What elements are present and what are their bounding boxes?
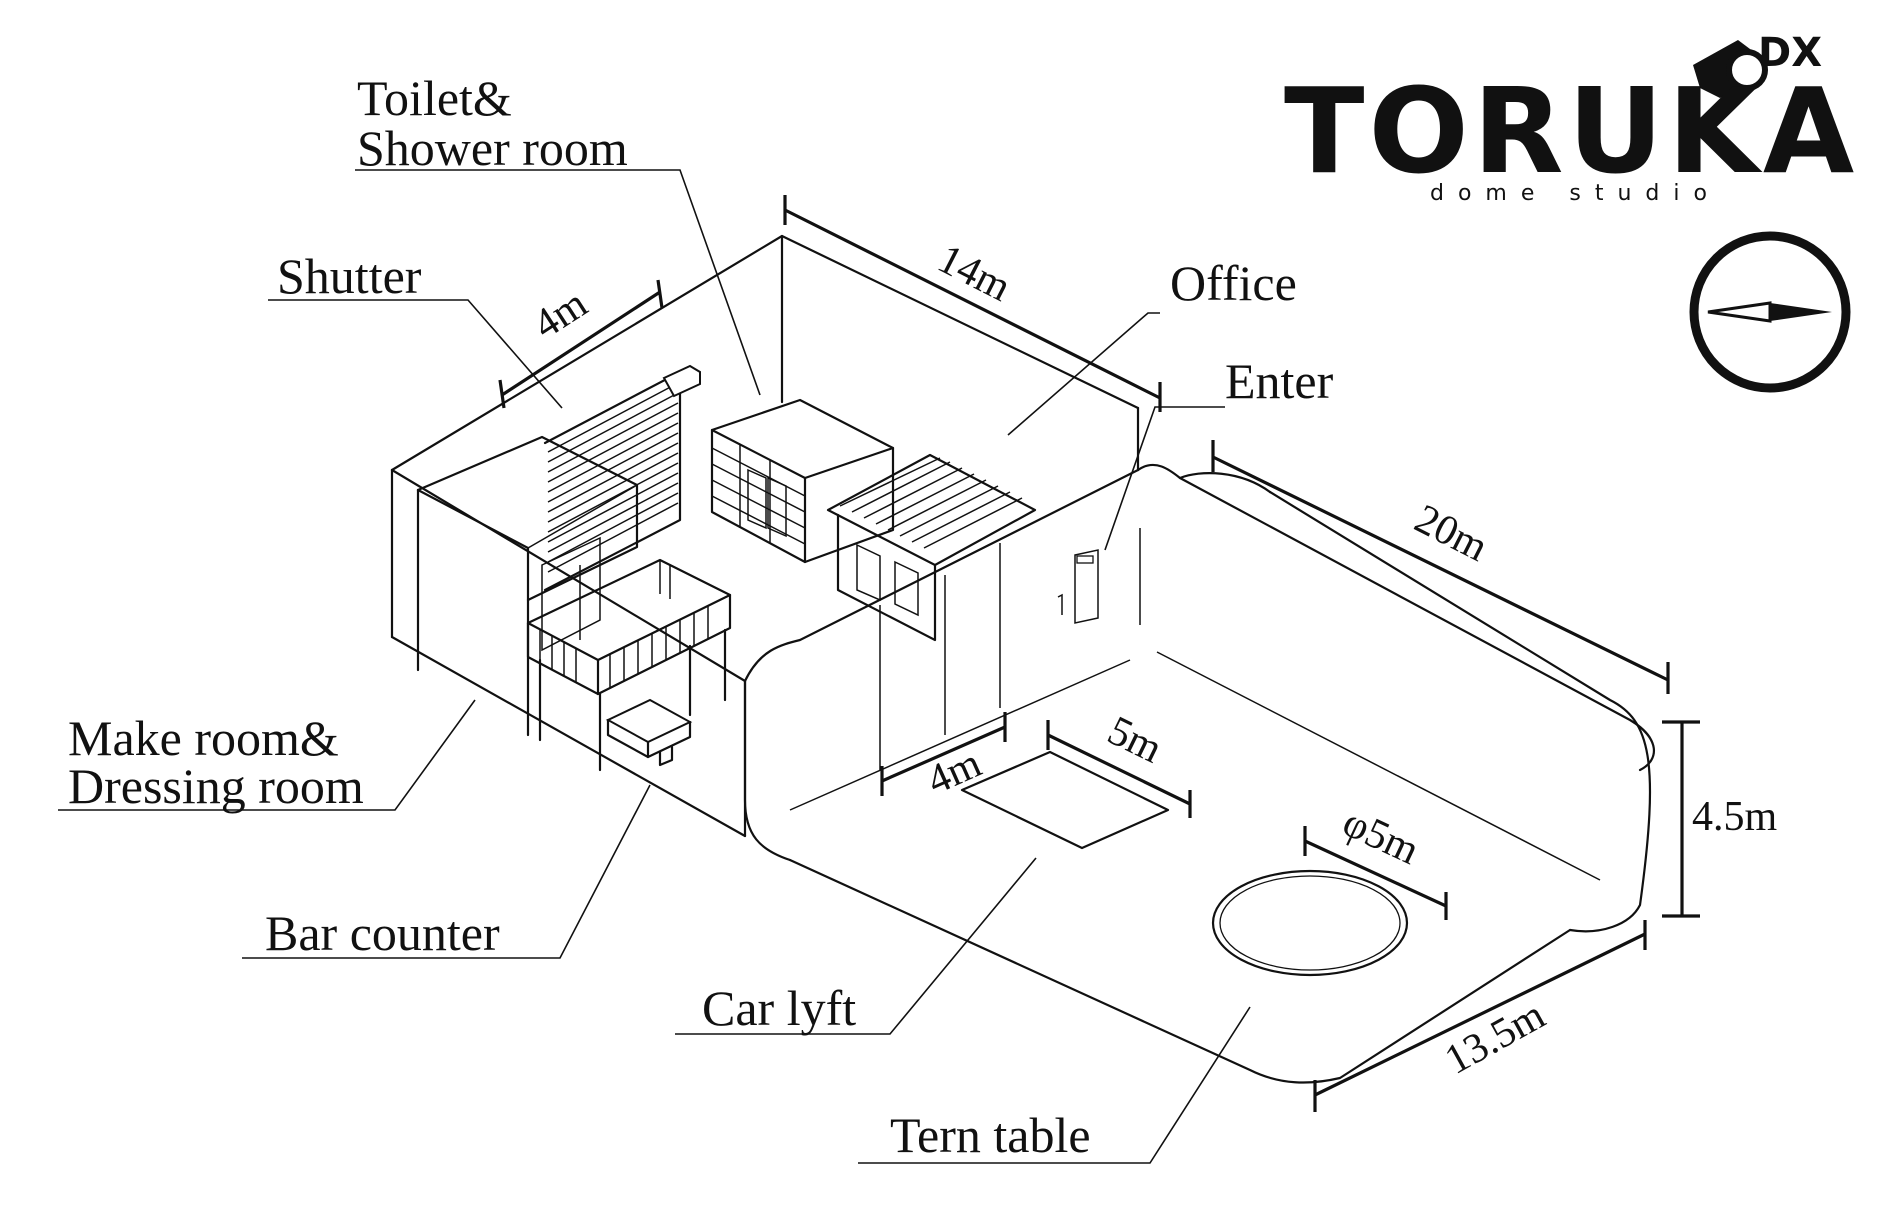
label-tern-table: Tern table bbox=[890, 1107, 1091, 1163]
dim-lift-length: 5m bbox=[1101, 708, 1170, 773]
dim-lift-width: 4m bbox=[920, 740, 988, 804]
dome-cyclorama bbox=[743, 463, 1656, 1084]
camera-icon bbox=[1693, 40, 1768, 98]
logo-wordmark: TORUKA bbox=[1284, 62, 1858, 200]
label-office: Office bbox=[1170, 255, 1297, 311]
dimension-lines bbox=[498, 195, 1700, 1112]
label-toilet-line2: Shower room bbox=[357, 120, 628, 176]
turn-table bbox=[1211, 869, 1409, 977]
office-house bbox=[826, 453, 1037, 642]
balcony-deck bbox=[526, 558, 732, 772]
label-shutter: Shutter bbox=[277, 248, 422, 304]
dim-shutter-width: 4m bbox=[525, 280, 595, 348]
label-toilet-line1: Toilet& bbox=[357, 70, 512, 126]
dimension-labels: 4m 14m 20m 4.5m 13.5m 4m 5m φ5m bbox=[525, 236, 1777, 1084]
logo-suffix: DX bbox=[1758, 30, 1822, 76]
label-bar-counter: Bar counter bbox=[265, 905, 500, 961]
label-make-line2: Dressing room bbox=[68, 758, 364, 814]
leader-lines bbox=[58, 169, 1251, 1164]
label-enter: Enter bbox=[1225, 353, 1334, 409]
compass-icon bbox=[1689, 231, 1851, 393]
label-car-lyft: Car lyft bbox=[702, 980, 856, 1036]
dim-height: 4.5m bbox=[1692, 794, 1778, 840]
shutter bbox=[543, 364, 701, 592]
room-labels: Toilet& Shower room Shutter Office Enter… bbox=[68, 70, 1334, 1163]
label-make-line1: Make room& bbox=[68, 710, 339, 766]
car-lift bbox=[960, 750, 1170, 850]
exit-door bbox=[1057, 549, 1099, 624]
logo-subtitle: dome studio bbox=[1430, 181, 1721, 206]
dim-back-length: 14m bbox=[930, 236, 1018, 311]
brand-logo: DX TORUKA dome studio bbox=[1284, 30, 1858, 206]
toilet-shower-box bbox=[710, 398, 895, 564]
